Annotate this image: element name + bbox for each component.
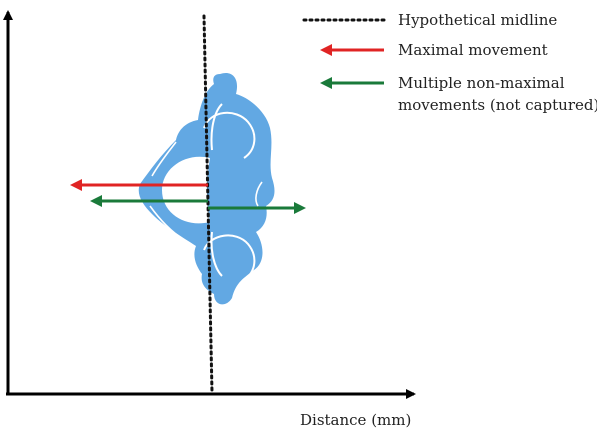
vertebra-right-notch	[255, 181, 263, 207]
vertebra-body	[138, 72, 275, 305]
vertebra-left-ridge	[151, 141, 177, 177]
movement-arrows	[70, 179, 306, 214]
vertebra-illustration	[138, 72, 275, 305]
vertebra-left-ridge-lower	[149, 205, 185, 241]
legend-item-maximal: Maximal movement	[320, 41, 548, 59]
x-axis-label: Distance (mm)	[300, 411, 411, 429]
legend-maximal-label: Maximal movement	[398, 41, 548, 59]
legend: Hypothetical midline Maximal movement Mu…	[302, 11, 597, 114]
axes: Distance (mm)	[2, 10, 416, 429]
legend-non-maximal-label-line2: movements (not captured)	[398, 96, 597, 114]
vertebra-inner-contour-lower	[210, 231, 223, 277]
legend-midline-label: Hypothetical midline	[398, 11, 557, 29]
vertebra-upper-facet-outline	[203, 112, 256, 159]
vertebra-inner-contour	[210, 103, 223, 151]
hypothetical-midline	[202, 14, 214, 394]
legend-item-non-maximal: Multiple non-maximal movements (not capt…	[320, 74, 597, 114]
legend-non-maximal-label-line1: Multiple non-maximal	[398, 74, 565, 92]
legend-item-midline: Hypothetical midline	[302, 11, 557, 29]
vertebra-lower-facet-outline	[203, 234, 256, 281]
